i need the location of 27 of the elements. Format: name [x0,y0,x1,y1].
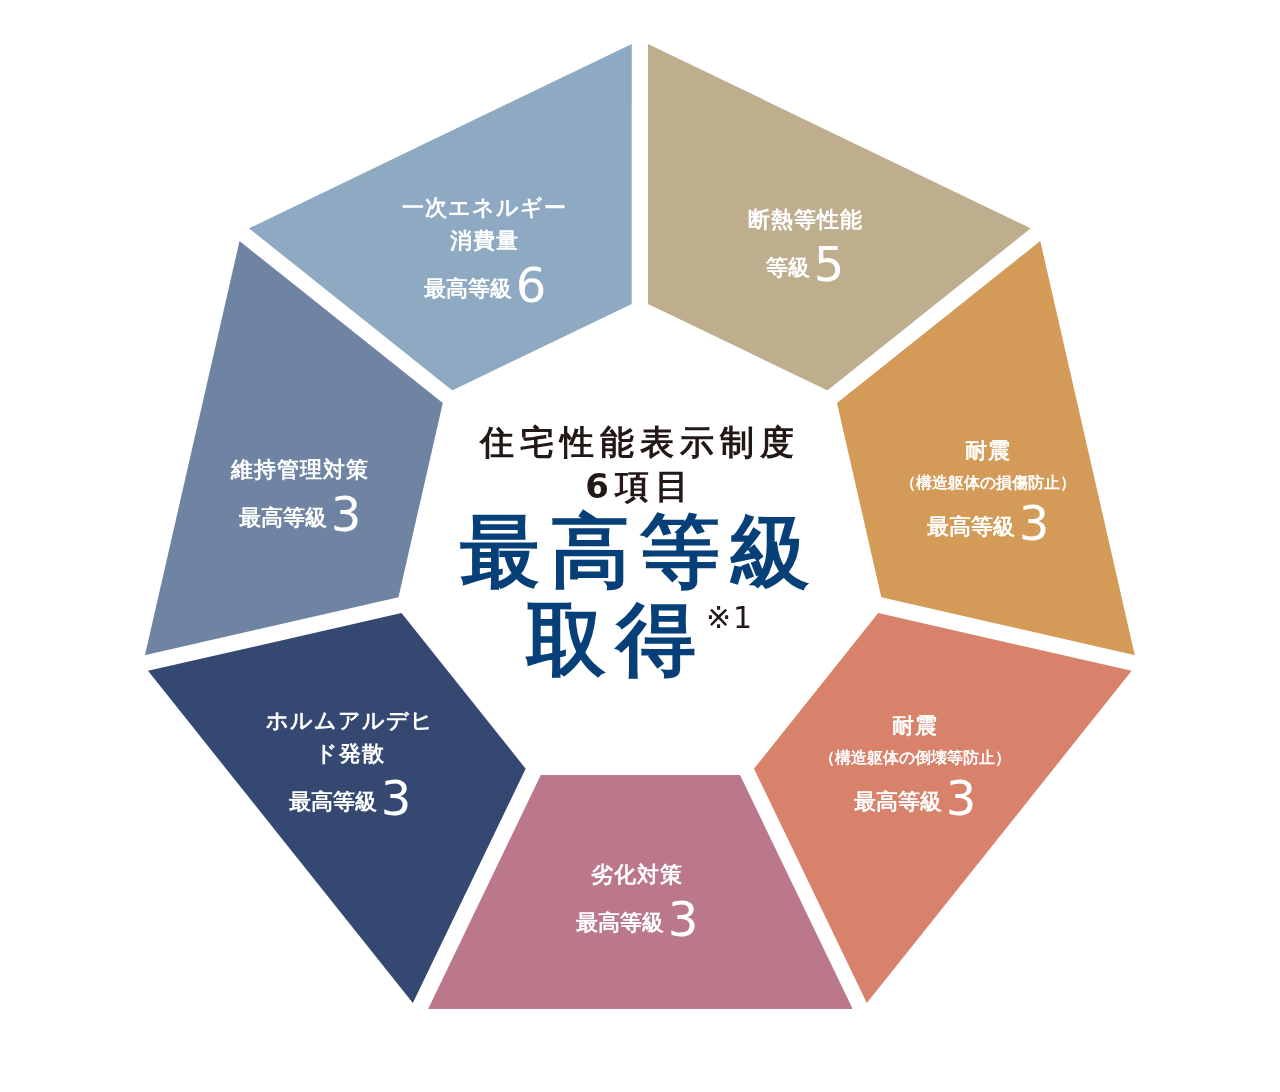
grade-number: 3 [667,894,699,943]
grade-number: 6 [515,261,547,309]
grade-label: 最高等級 [926,512,1015,541]
grade-label: 最高等級 [288,788,377,817]
segment-title: 維持管理対策 [231,455,369,484]
grade-number: 3 [380,774,412,822]
segment-title: 耐震 [892,711,938,740]
grade-label: 最高等級 [853,787,942,816]
segment-subtitle: （構造躯体の倒壊等防止） [819,746,1011,769]
center-headline: 最高等級 [460,508,820,597]
center-heading: 住宅性能表示制度 [480,421,800,464]
segment-title: ホルムアルデヒド発散 [265,707,435,768]
segment-title: 劣化対策 [591,860,683,889]
grade-label: 最高等級 [423,275,512,304]
grade-number: 3 [1018,498,1050,547]
segment-title: 一次エネルギー消費量 [401,194,569,255]
grade-number: 3 [945,773,977,822]
grade-label: 等級 [765,253,810,282]
segment-subtitle: （構造躯体の損傷防止） [900,471,1076,494]
segment-title: 断熱等性能 [747,205,863,234]
center-subheading: 6項目 [585,465,695,509]
grade-label: 最高等級 [575,908,664,937]
center-headline: 取得$^{※1}$ [525,596,755,685]
grade-number: 5 [813,239,845,288]
segment-title: 耐震 [965,436,1011,465]
grade-label: 最高等級 [238,503,327,532]
grade-number: 3 [330,489,362,538]
